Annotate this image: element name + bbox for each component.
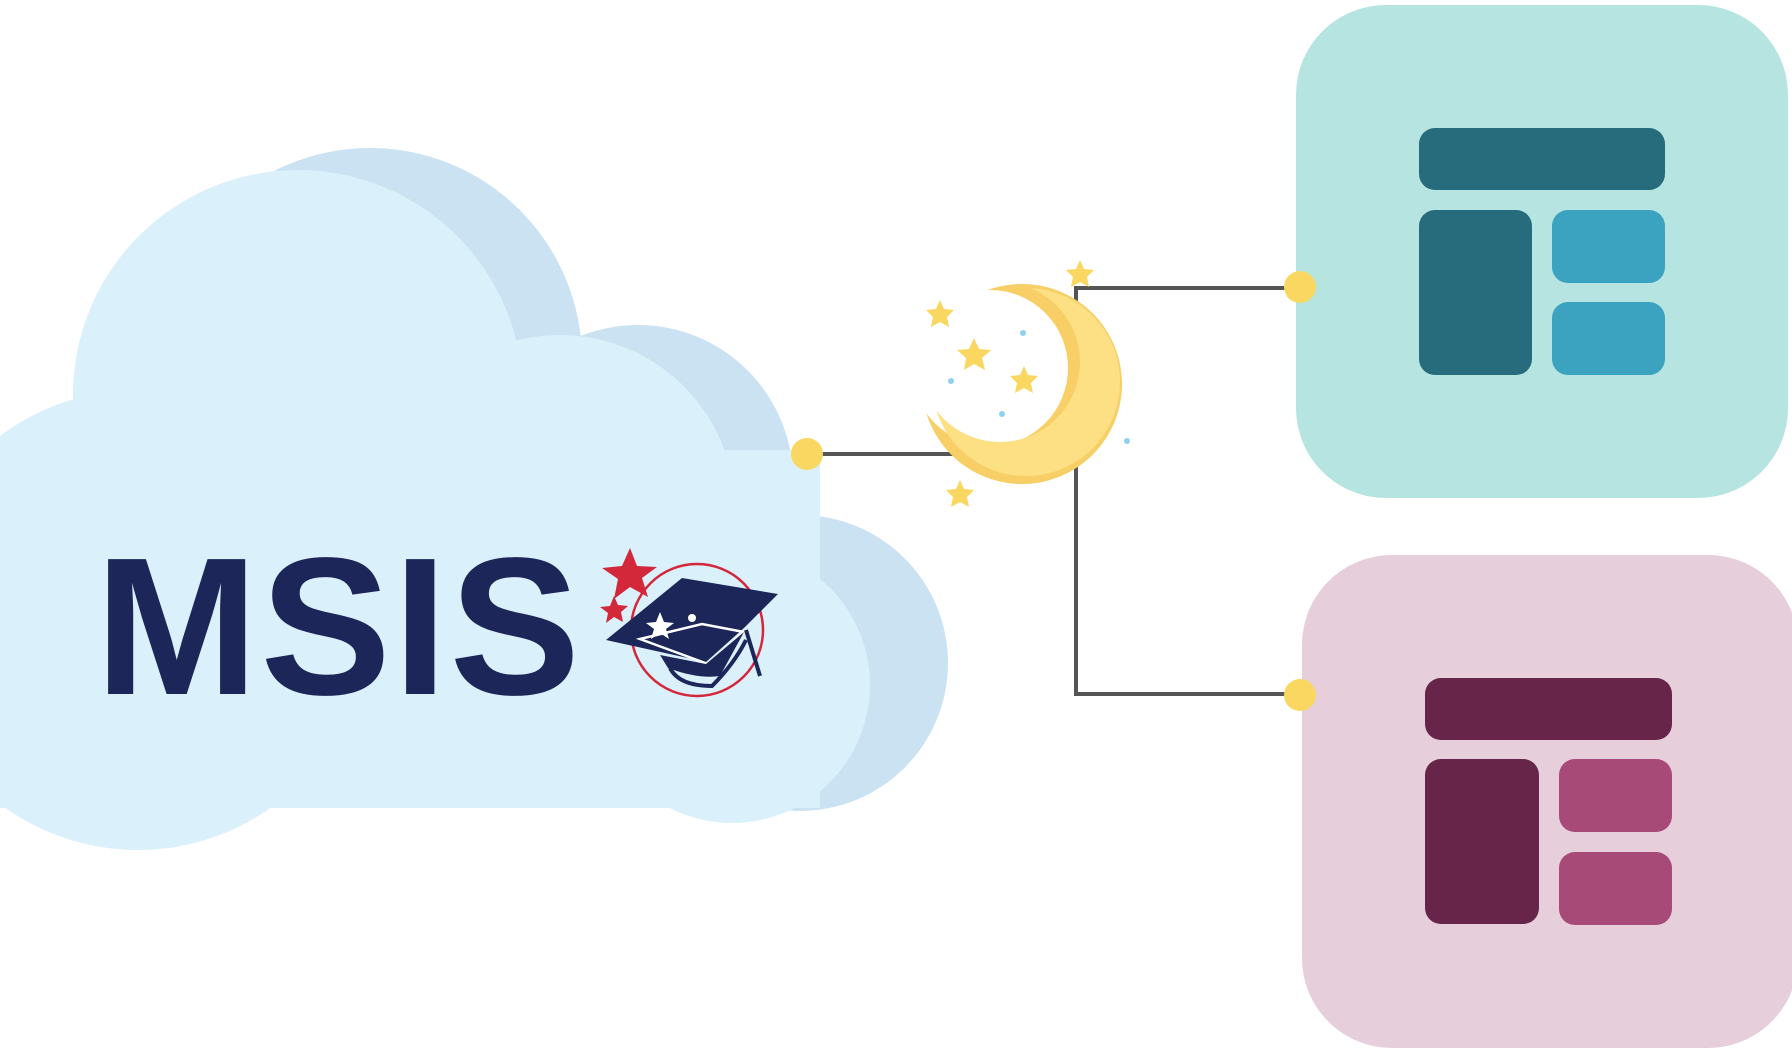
graduation-cap-icon [606,562,778,698]
node-dot-bottom [1284,679,1316,711]
panel-bottom-background [1302,555,1792,1048]
logo-text: MSIS [95,517,582,736]
connector-branch-bottom [1074,460,1300,696]
stars-icon [926,260,1094,507]
node-dot-cloud [791,438,823,470]
msis-logo: MSIS [95,517,778,736]
panel-top-background [1296,5,1788,498]
dashboard-layout-icon [1425,678,1672,925]
dashboard-panel-bottom [1302,555,1792,1048]
dashboard-panel-top [1296,5,1788,498]
cloud [0,148,948,850]
logo-stars-icon [600,548,657,623]
cloud-front-shape [0,170,870,850]
connector-nodes [791,271,1316,711]
node-dot-top [1284,271,1316,303]
sparkle-dots [948,330,1130,444]
dashboard-layout-icon [1419,128,1665,375]
